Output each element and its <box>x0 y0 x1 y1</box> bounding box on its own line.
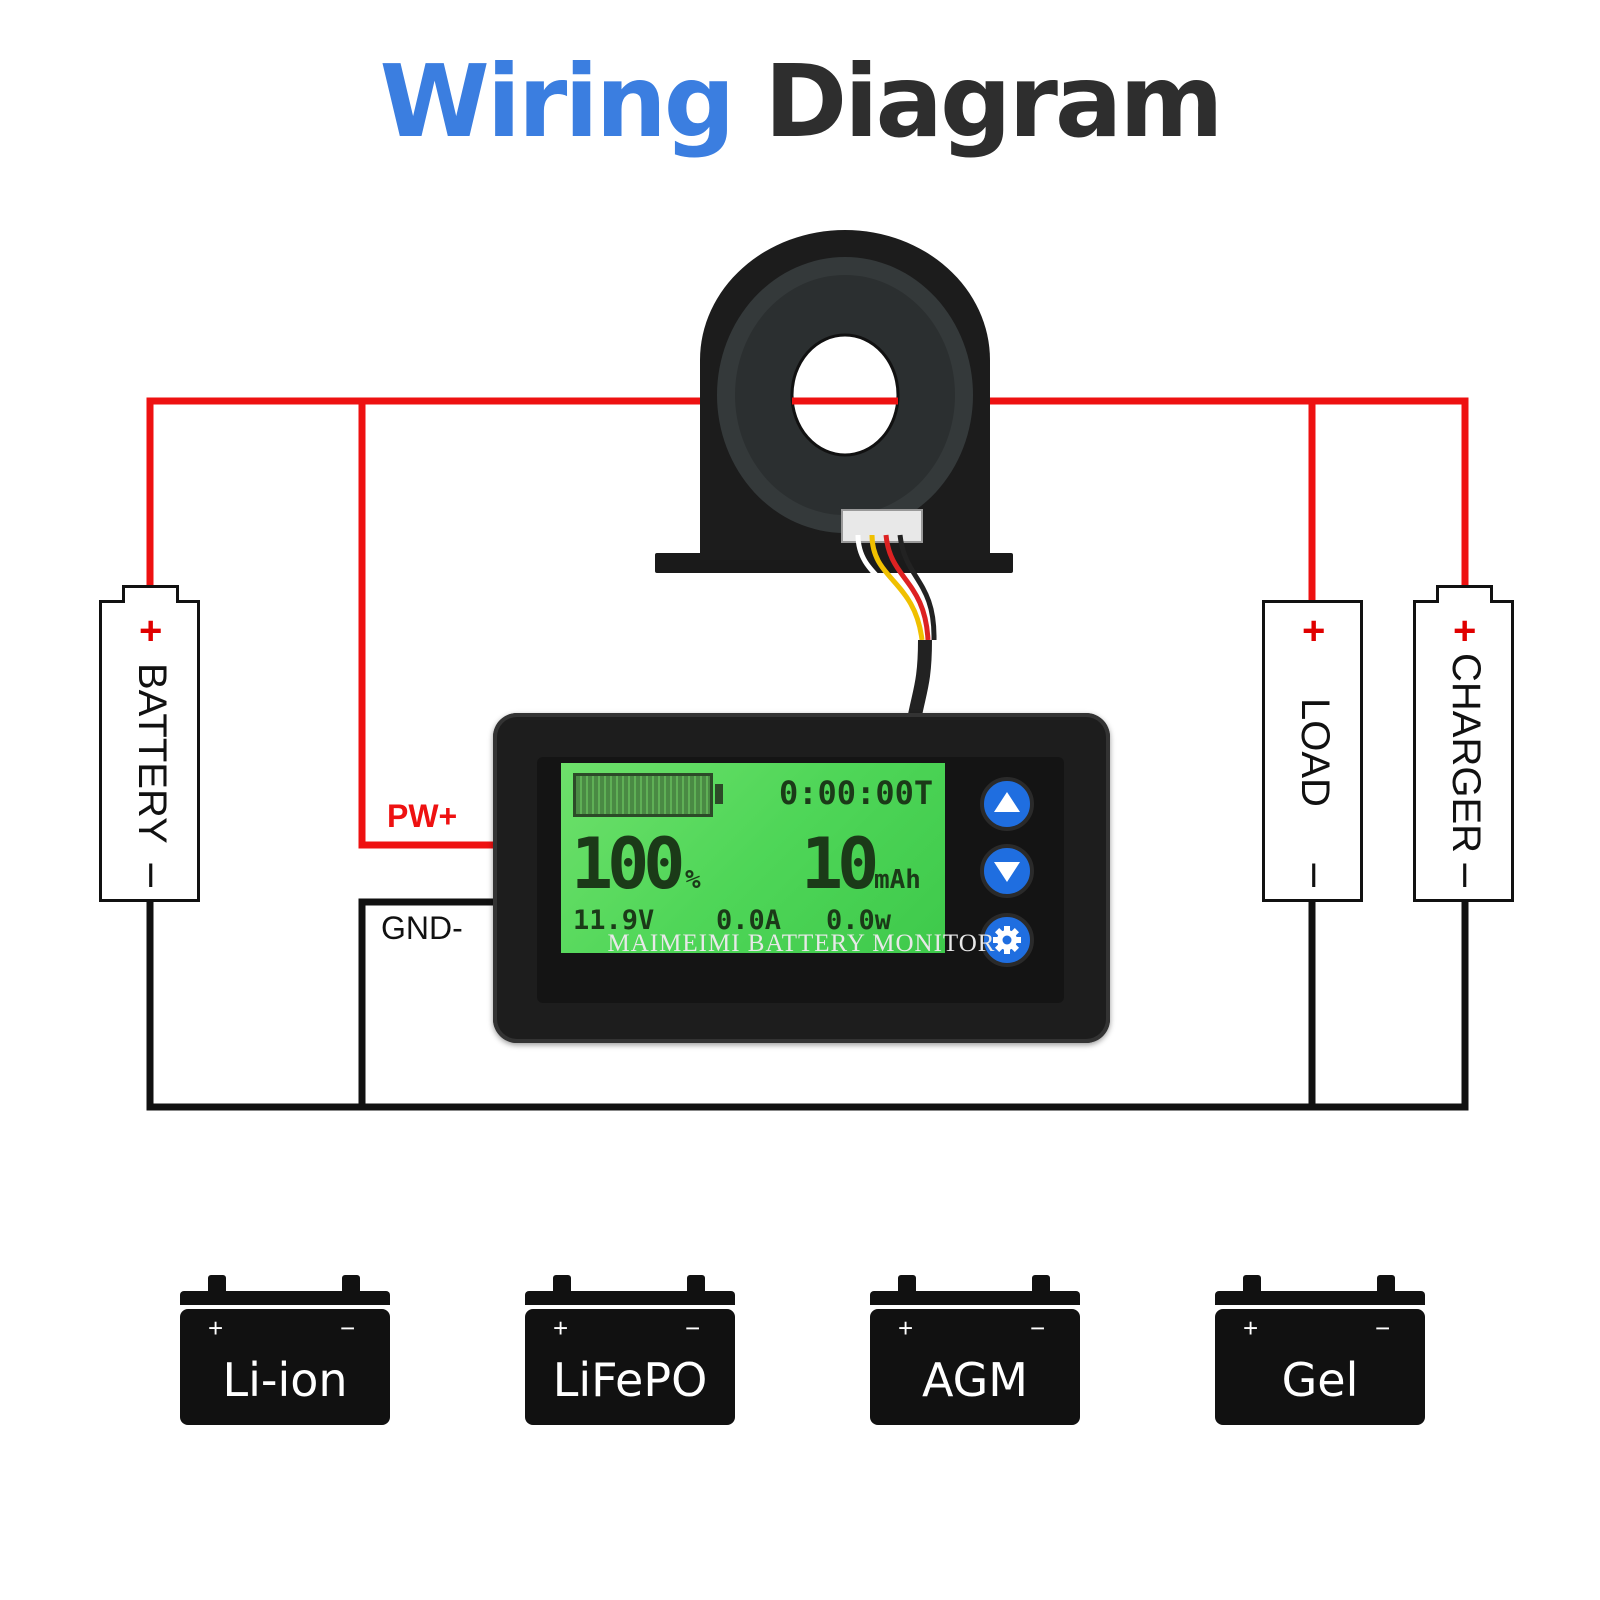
battery-lid <box>870 1291 1080 1305</box>
settings-button[interactable] <box>980 913 1034 967</box>
battery-level-icon <box>573 773 713 817</box>
load-minus: I <box>1309 857 1319 895</box>
sensor-cable <box>855 534 937 717</box>
type-plus: + <box>898 1313 914 1343</box>
battery-type-li-ion: + − Li-ion <box>180 1275 390 1425</box>
charger-component: + CHARGER I <box>1413 585 1514 902</box>
type-minus: − <box>340 1313 356 1343</box>
battery-plus: + <box>139 609 163 653</box>
gear-icon <box>993 926 1021 954</box>
battery-type-lifepo: + − LiFePO <box>525 1275 735 1425</box>
lcd-power: 0.0w <box>826 905 892 936</box>
lcd-capacity-unit: mAh <box>874 865 921 895</box>
type-plus: + <box>1243 1313 1259 1343</box>
lcd-percent-unit: % <box>685 865 701 895</box>
charger-label: CHARGER <box>1444 653 1488 854</box>
arrow-down-icon <box>994 862 1020 882</box>
negative-bus-wire <box>146 902 1469 1111</box>
lcd-current: 0.0A <box>716 905 782 936</box>
diagram-title: Wiring Diagram <box>0 52 1600 152</box>
battery-component: + BATTERY I <box>99 585 200 902</box>
battery-body <box>180 1309 390 1425</box>
battery-label: BATTERY <box>130 663 174 844</box>
type-plus: + <box>208 1313 224 1343</box>
lcd-capacity: 10 <box>801 823 879 905</box>
battery-lid <box>1215 1291 1425 1305</box>
load-label: LOAD <box>1293 698 1337 807</box>
current-sensor <box>655 230 1013 573</box>
lcd-screen: 0:00:00T 100 % 10 mAh 11.9V 0.0A 0.0w <box>561 763 945 953</box>
battery-body <box>870 1309 1080 1425</box>
battery-lid <box>180 1291 390 1305</box>
battery-type-agm: + − AGM <box>870 1275 1080 1425</box>
charger-terminal <box>1436 585 1493 603</box>
lcd-voltage: 11.9V <box>573 905 655 936</box>
type-label: AGM <box>922 1353 1028 1407</box>
pw-plus-wire <box>358 401 497 849</box>
battery-level-tip <box>715 784 723 804</box>
pw-plus-label: PW+ <box>387 798 458 834</box>
gnd-minus-label: GND- <box>381 910 463 946</box>
type-label: LiFePO <box>552 1353 708 1407</box>
gnd-wire <box>358 898 497 1107</box>
battery-lid <box>525 1291 735 1305</box>
battery-minus: I <box>146 857 156 895</box>
title-wiring: Wiring <box>379 43 735 160</box>
monitor-bezel: 0:00:00T 100 % 10 mAh 11.9V 0.0A 0.0w <box>537 757 1064 1003</box>
load-component: + LOAD I <box>1262 600 1363 902</box>
type-minus: − <box>685 1313 701 1343</box>
charger-plus: + <box>1453 609 1477 653</box>
type-label: Li-ion <box>222 1353 348 1407</box>
battery-body <box>1215 1309 1425 1425</box>
lcd-percent: 100 <box>571 823 685 905</box>
type-minus: − <box>1375 1313 1391 1343</box>
lcd-time: 0:00:00T <box>779 774 934 812</box>
arrow-up-icon <box>994 792 1020 812</box>
battery-type-gel: + − Gel <box>1215 1275 1425 1425</box>
up-button[interactable] <box>980 777 1034 831</box>
type-plus: + <box>553 1313 569 1343</box>
down-button[interactable] <box>980 844 1034 898</box>
title-diagram: Diagram <box>764 43 1223 160</box>
type-label: Gel <box>1281 1353 1359 1407</box>
battery-monitor: 0:00:00T 100 % 10 mAh 11.9V 0.0A 0.0w <box>493 713 1110 1043</box>
charger-minus: I <box>1460 857 1470 895</box>
battery-terminal <box>122 585 179 603</box>
monitor-brand: MAIMEIMI BATTERY MONITOR <box>607 930 996 957</box>
load-plus: + <box>1302 609 1326 653</box>
type-minus: − <box>1030 1313 1046 1343</box>
battery-body <box>525 1309 735 1425</box>
